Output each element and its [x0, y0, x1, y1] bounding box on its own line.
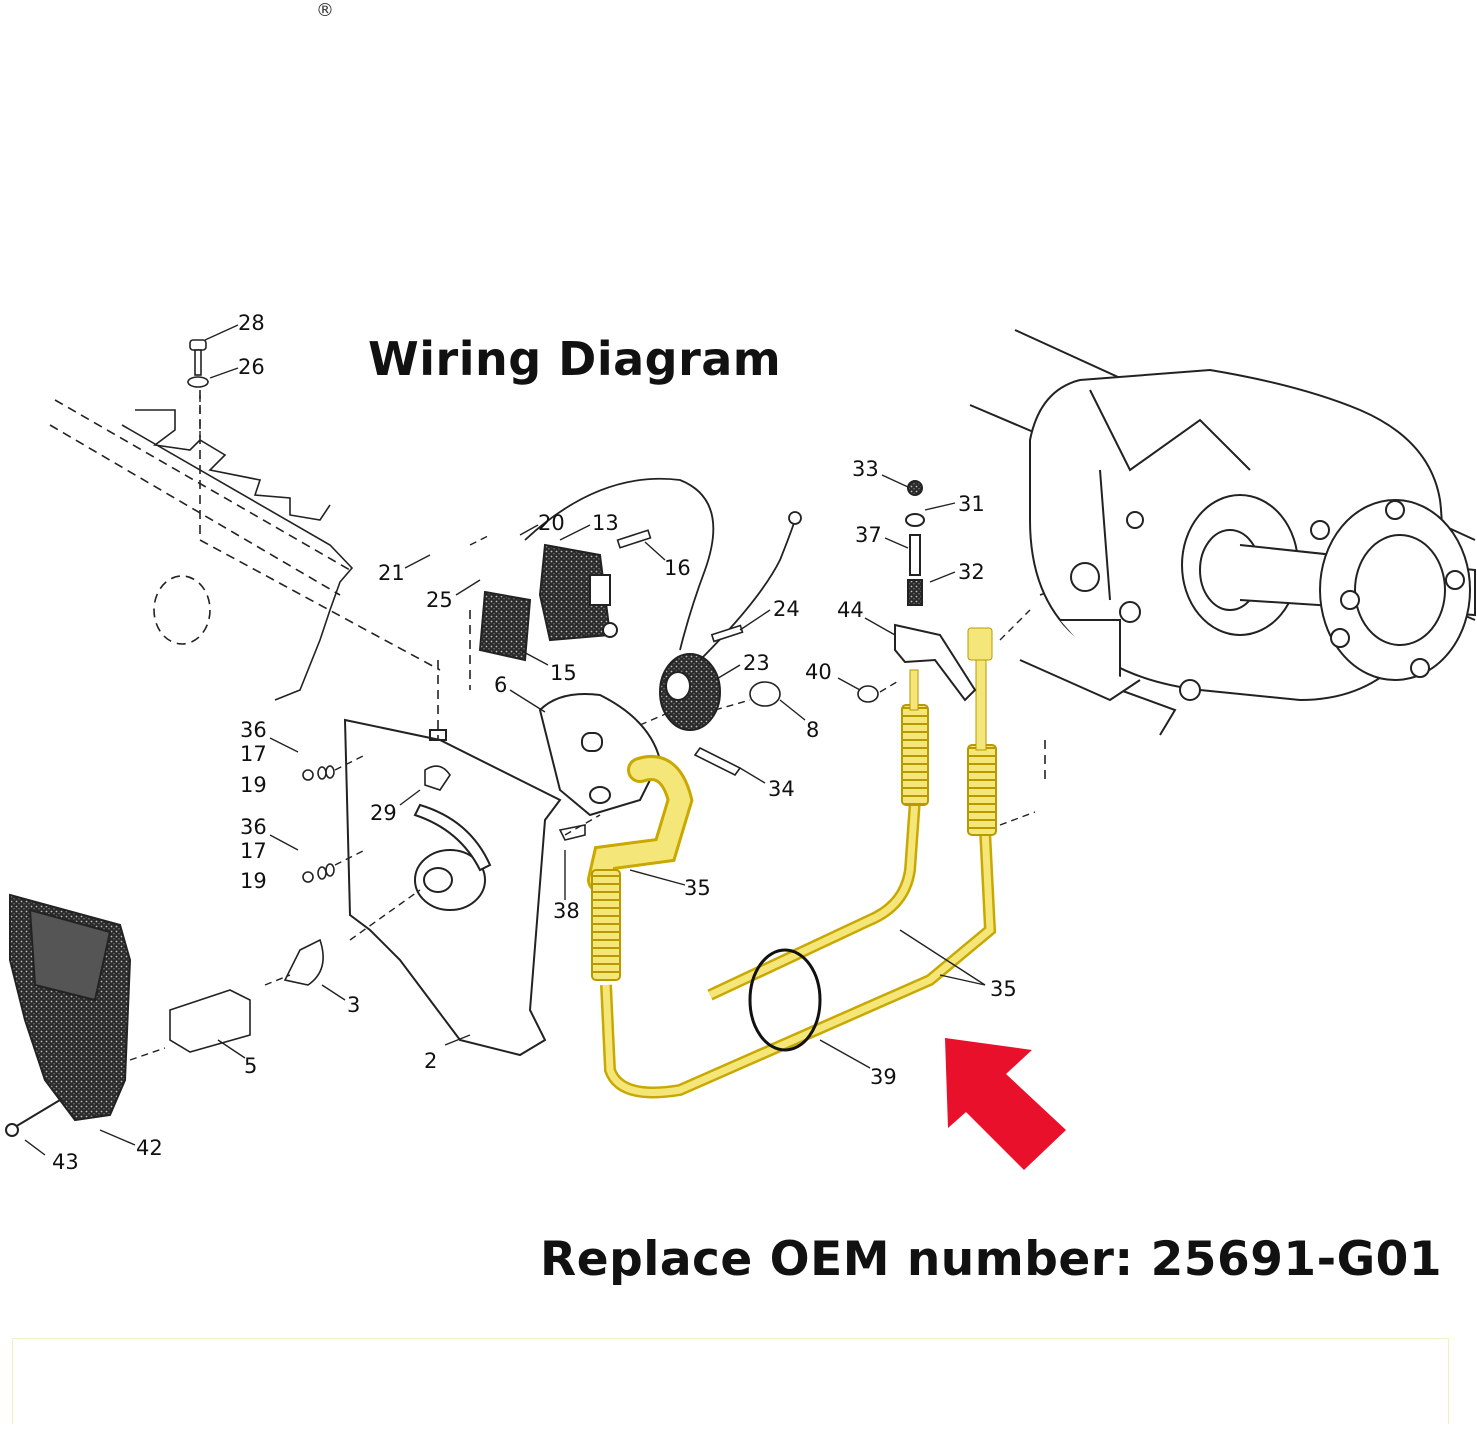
part-label: 33 [852, 457, 879, 481]
part-label: 31 [958, 492, 985, 516]
part-label: 32 [958, 560, 985, 584]
pivot-plate [538, 693, 662, 817]
mounting-bracket [343, 718, 562, 1057]
hardware [169, 339, 879, 1053]
part-label: 39 [870, 1065, 897, 1089]
part-label: 26 [238, 355, 265, 379]
part-label: 6 [494, 673, 507, 697]
registered-mark: ® [316, 0, 334, 21]
part-label: 17 [240, 742, 267, 766]
part-label: 38 [553, 899, 580, 923]
oem-caption: Replace OEM number: 25691-G01 [540, 1232, 1443, 1287]
part-label: 34 [768, 777, 795, 801]
part-label: 16 [664, 556, 691, 580]
part-label: 19 [240, 869, 267, 893]
red-arrow-icon [945, 1038, 1066, 1170]
linkage-bracket [894, 480, 977, 702]
part-label: 35 [684, 876, 711, 900]
footer-frame [12, 1338, 1449, 1424]
diagram-title: Wiring Diagram [368, 332, 782, 386]
part-label: 36 [240, 815, 267, 839]
part-label: 44 [837, 598, 864, 622]
part-label: 40 [805, 660, 832, 684]
part-label: 15 [550, 661, 577, 685]
part-label: 24 [773, 597, 800, 621]
leader-lines [24, 324, 986, 1156]
part-label: 42 [136, 1136, 163, 1160]
cable-tie [748, 948, 822, 1052]
part-label: 13 [592, 511, 619, 535]
part-label: 19 [240, 773, 267, 797]
part-label: 20 [538, 511, 565, 535]
handle-grip [5, 893, 132, 1137]
part-label: 21 [378, 561, 405, 585]
part-label: 28 [238, 311, 265, 335]
part-number-labels: 28 26 20 13 21 16 25 15 24 23 6 8 34 36 … [52, 311, 1017, 1174]
part-label: 29 [370, 801, 397, 825]
part-label: 5 [244, 1054, 257, 1078]
cable-assembly-highlight [587, 627, 997, 1099]
part-label: 2 [424, 1049, 437, 1073]
frame-edge [121, 409, 354, 701]
dashed-leaders [129, 395, 1036, 1061]
part-label: 8 [806, 718, 819, 742]
transaxle-housing [969, 329, 1476, 736]
part-label: 17 [240, 839, 267, 863]
part-label: 37 [855, 523, 882, 547]
switch-assembly [478, 543, 618, 662]
frame-outline [49, 390, 1111, 780]
part-label: 35 [990, 977, 1017, 1001]
part-label: 43 [52, 1150, 79, 1174]
part-label: 3 [347, 993, 360, 1017]
part-label: 36 [240, 718, 267, 742]
solenoid [659, 653, 721, 731]
part-label: 23 [743, 651, 770, 675]
part-label: 25 [426, 588, 453, 612]
